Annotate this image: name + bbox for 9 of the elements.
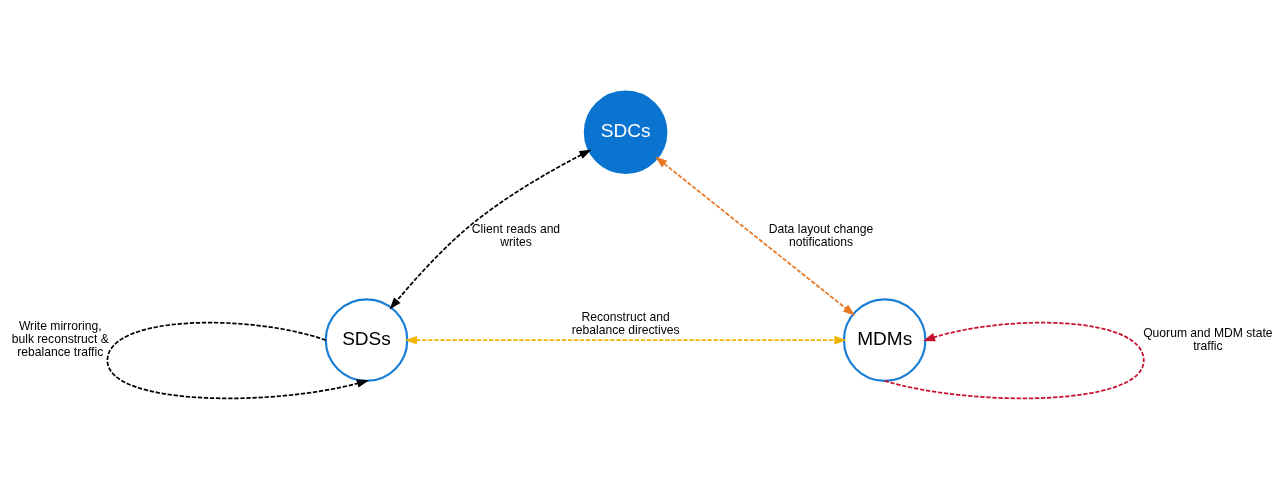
arrow: [404, 335, 847, 345]
edge-label: Client reads and writes: [471, 221, 561, 249]
edge-label: Write mirroring, bulk reconstruct & rebalance traffic: [11, 319, 109, 360]
arrow: [655, 156, 856, 316]
arrow: [106, 321, 370, 400]
edge-label: Quorum and MDM state traffic: [1143, 325, 1273, 353]
edge-label: Data layout change notifications: [768, 221, 874, 249]
arrow: [389, 149, 592, 310]
edge-label: Reconstruct and rebalance directives: [571, 310, 680, 338]
